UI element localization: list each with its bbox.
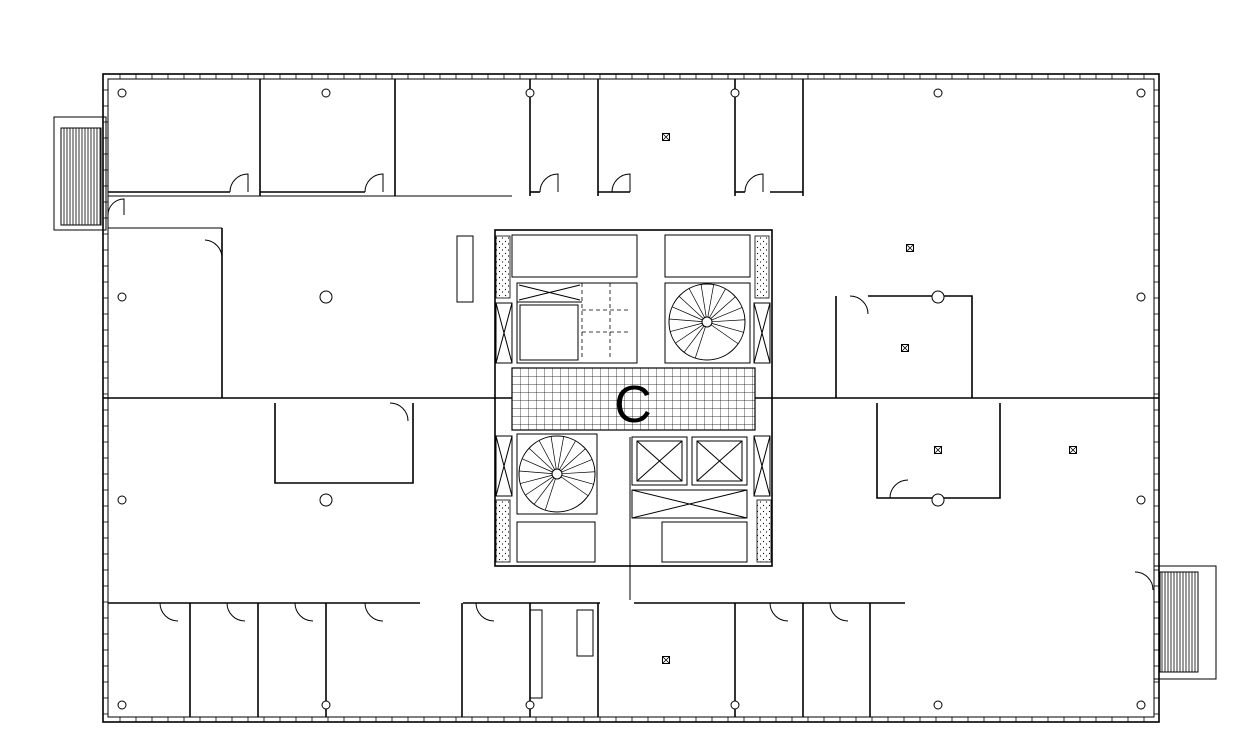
- stair-tread: [557, 436, 565, 470]
- column-marker: [321, 88, 331, 98]
- light-fixture-cross: [662, 656, 670, 664]
- door-swings: [107, 173, 1154, 622]
- structural-columns: [117, 88, 1146, 710]
- central-core: C: [494, 229, 773, 600]
- column-marker: [933, 700, 943, 710]
- stair-tread: [707, 284, 715, 318]
- stair-tread: [675, 324, 704, 344]
- stair-upper-enclosure: [664, 282, 751, 364]
- stair-tread: [672, 306, 703, 321]
- stair-tread: [669, 318, 703, 322]
- stair-tread: [688, 288, 705, 318]
- stair-tread: [538, 440, 555, 470]
- spiral-stair-upper: [668, 283, 746, 361]
- light-fixture-cross: [901, 344, 909, 352]
- column-marker: [931, 493, 945, 507]
- column-marker: [321, 700, 331, 710]
- stair-tread: [522, 458, 553, 473]
- stair-tread: [710, 324, 739, 345]
- stair-tread: [544, 478, 556, 511]
- restroom-upper-right: [664, 234, 751, 278]
- stair-tread: [711, 307, 743, 321]
- stair-tread: [525, 476, 554, 496]
- interior-walls: [103, 79, 1159, 717]
- stair-tread: [519, 470, 553, 474]
- column-marker: [1136, 700, 1146, 710]
- column-marker: [117, 292, 127, 302]
- column-marker: [525, 88, 535, 98]
- stair-tread: [694, 326, 706, 359]
- column-marker: [117, 88, 127, 98]
- stair-tread: [550, 436, 557, 470]
- column-marker: [117, 495, 127, 505]
- column-marker: [931, 290, 945, 304]
- restroom-upper-left: [511, 234, 638, 278]
- column-marker: [933, 88, 943, 98]
- stair-tread: [560, 476, 589, 497]
- light-fixture-cross: [1069, 446, 1077, 454]
- stair-tread: [711, 319, 745, 323]
- restroom-lower: [661, 521, 748, 563]
- column-marker: [1136, 88, 1146, 98]
- column-marker: [1136, 495, 1146, 505]
- stair-tread: [670, 322, 703, 332]
- balcony-left: [53, 116, 107, 231]
- stair-tread: [561, 471, 595, 475]
- stair-tread: [709, 288, 726, 318]
- stair-tread: [561, 459, 593, 473]
- stair-lower-enclosure: [516, 433, 598, 515]
- facade-ticks: [103, 74, 1159, 722]
- stair-tread: [533, 477, 555, 505]
- column-marker: [525, 700, 535, 710]
- balcony-right: [1153, 565, 1217, 680]
- stair-tread: [683, 325, 705, 353]
- stair-tread: [711, 323, 744, 333]
- core-label: C: [614, 376, 652, 434]
- elevator-shafts: [631, 436, 748, 519]
- stair-tread: [528, 447, 554, 471]
- stair-tread: [561, 475, 594, 485]
- lobby-hatched-floor: [511, 367, 756, 431]
- column-marker: [1136, 292, 1146, 302]
- stair-tread: [710, 296, 736, 319]
- column-marker: [319, 290, 333, 304]
- light-fixture-cross: [934, 446, 942, 454]
- column-marker: [319, 493, 333, 507]
- column-marker: [117, 700, 127, 710]
- ceiling-fixtures: [662, 133, 1077, 664]
- accessible-wc: [519, 304, 579, 361]
- spiral-stair-lower: [518, 435, 596, 513]
- stair-tread: [700, 284, 707, 318]
- light-fixture-cross: [662, 133, 670, 141]
- stair-tread: [520, 474, 553, 484]
- stair-tread: [560, 448, 586, 471]
- column-marker: [730, 700, 740, 710]
- light-fixture-cross: [906, 244, 914, 252]
- stair-tread: [678, 295, 704, 319]
- column-marker: [730, 88, 740, 98]
- stair-tread: [559, 440, 576, 470]
